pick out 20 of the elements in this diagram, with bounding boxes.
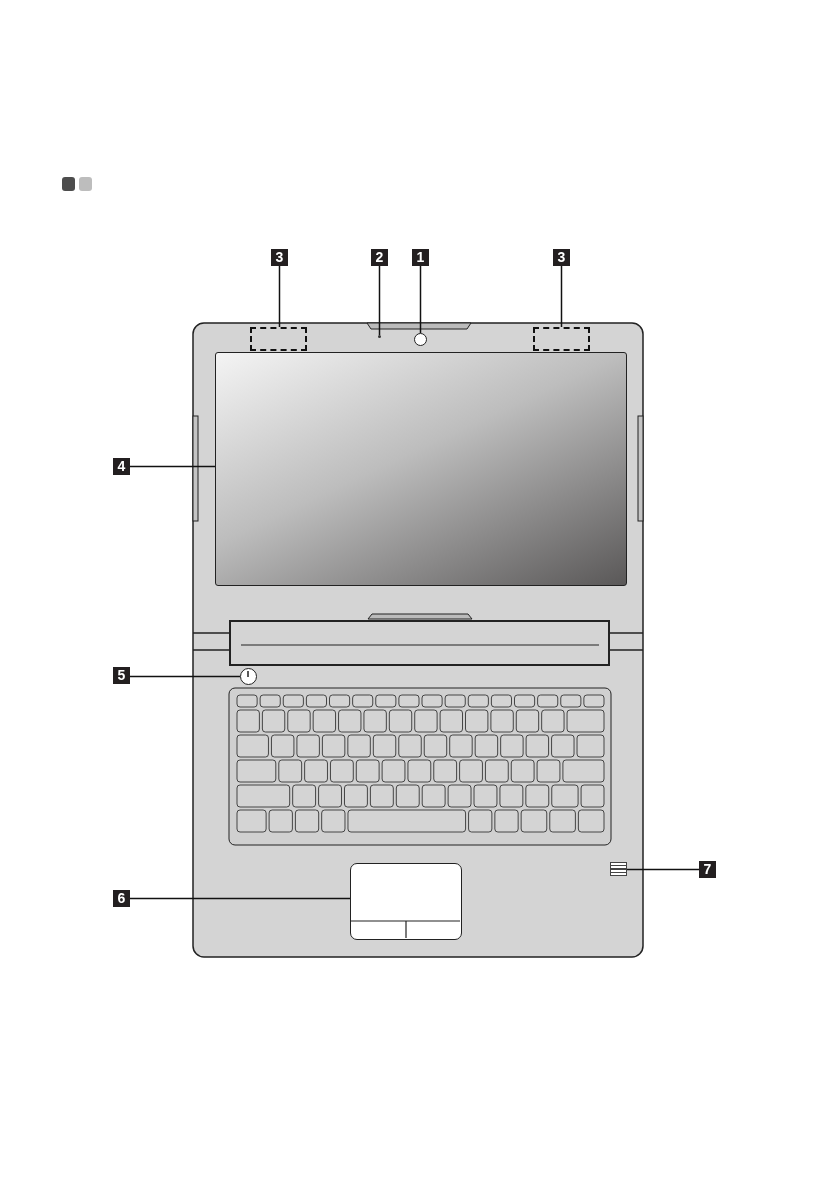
leader-line [129,675,241,678]
callout-number: 3 [553,249,570,266]
callout-number: 6 [113,890,130,907]
callout-number: 5 [113,667,130,684]
leader-line [129,465,216,468]
touchpad [350,863,462,940]
leader-line [278,265,281,328]
leader-line [626,868,700,871]
callout-number: 3 [271,249,288,266]
callout-number: 4 [113,458,130,475]
leader-line [129,897,351,900]
callout-number: 7 [699,861,716,878]
leader-line [378,265,381,336]
display-screen [215,352,627,586]
fingerprint-reader [610,862,627,876]
callout-number: 1 [412,249,429,266]
leader-line [560,265,563,328]
leader-line [419,265,422,334]
microphone [378,335,381,338]
callout-number: 2 [371,249,388,266]
